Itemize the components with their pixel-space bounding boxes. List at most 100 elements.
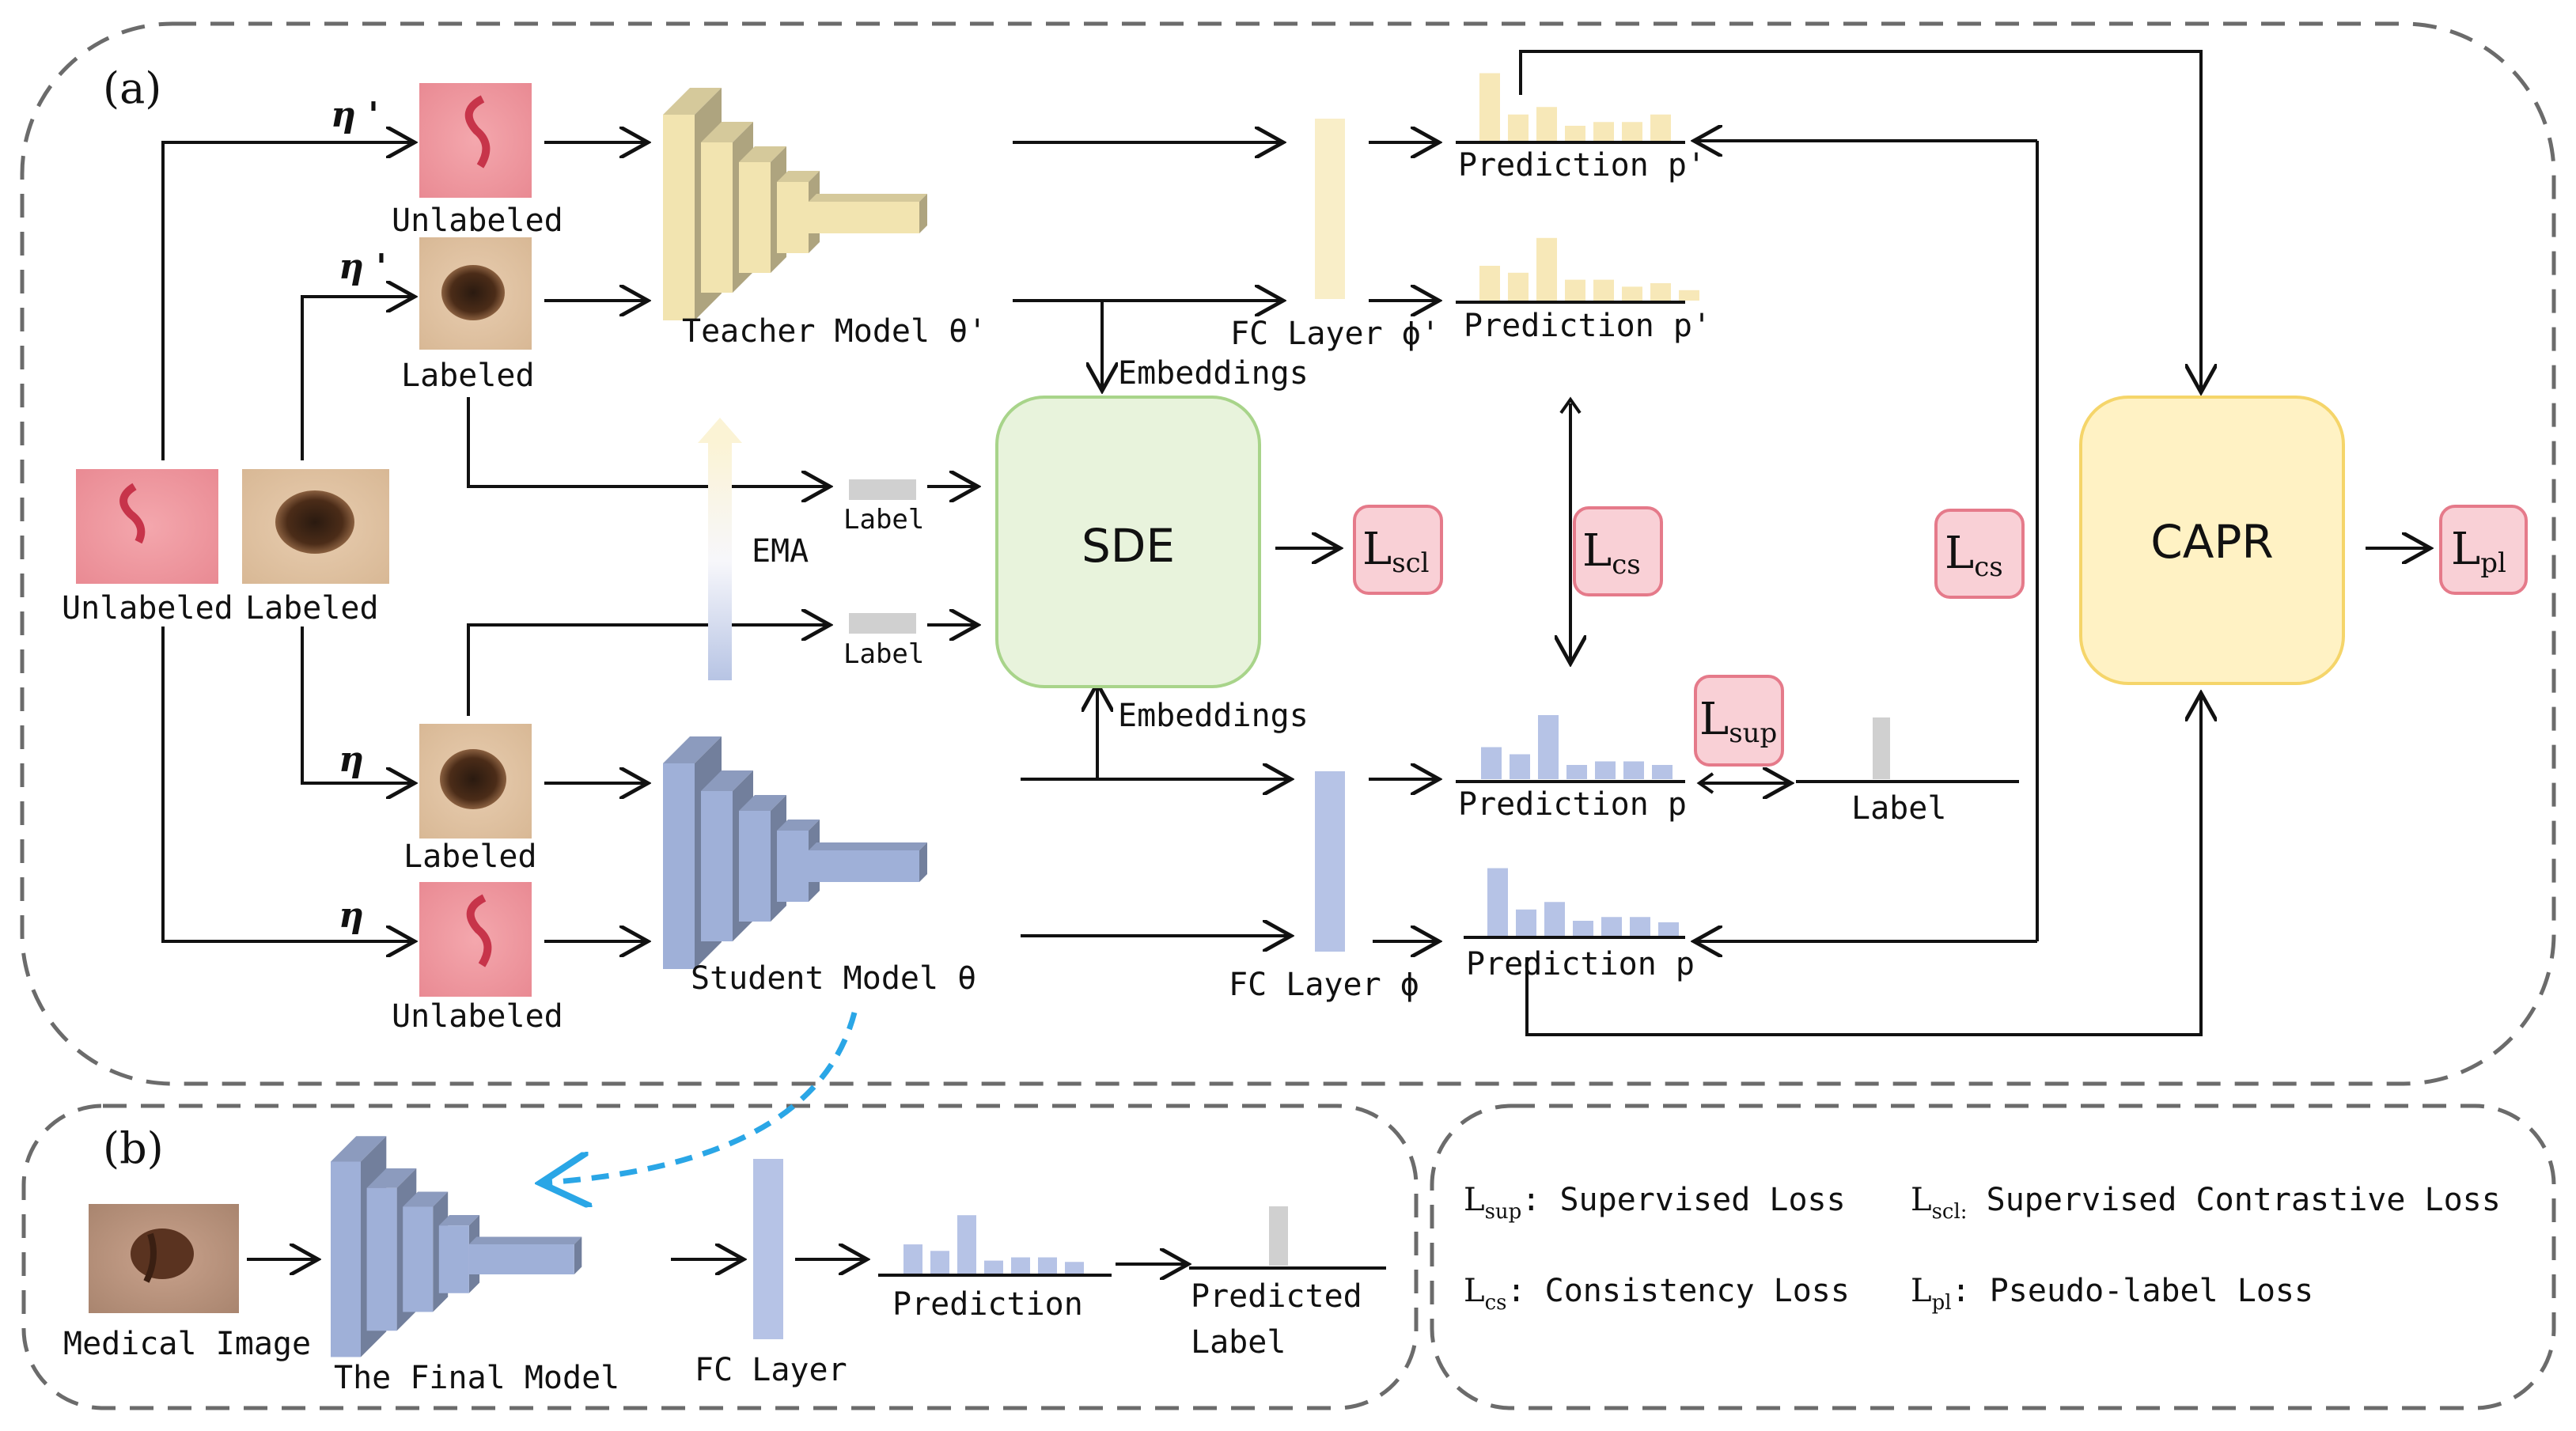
aug-eta-prime-1: η ' [331,95,379,135]
lcs-right-sub: cs [1974,551,2003,583]
lcs-left-main: L [1582,525,1612,577]
chart-bar [1565,279,1585,301]
conn-student-lab-to-label [467,625,827,716]
chart-bar [1566,765,1587,779]
chart-bar [1595,761,1616,779]
pred-chart-student-unlabeled [1487,868,1679,936]
fc-teacher-bar [1315,119,1345,299]
chart-bar [1873,717,1890,779]
pred-chart-teacher-unlabeled [1479,73,1671,141]
legend-scl-text: Supervised Contrastive Loss [1968,1182,2501,1218]
student-model-cnn [663,736,927,969]
svg-text:Lcs: Lcs [1945,528,2003,583]
legend-scl: Lscl: Supervised Contrastive Loss [1911,1182,2501,1224]
cnn-layer-block [438,1214,480,1293]
chart-bar [1658,922,1679,936]
chart-bar [1544,902,1565,936]
chart-bar [1479,266,1500,301]
arrow-lcs-up-head [1559,396,1582,415]
lsup-main: L [1699,694,1729,745]
pred-student-1-label: Prediction p [1458,786,1687,823]
chart-bar [1573,921,1593,936]
loss-badge-pl: Lpl [2439,505,2528,595]
final-model-label: The Final Model [334,1360,619,1396]
svg-text:Lpl: Lpl [2451,524,2506,579]
chart-bar [1565,126,1585,141]
medical-image [89,1204,239,1313]
gt-label-chart [1873,717,1890,779]
student-labeled-label: Labeled [403,839,537,875]
cnn-layer-block [777,171,820,253]
pred-chart-teacher-labeled [1479,237,1699,301]
chart-bar [1038,1257,1057,1274]
chart-bar [1487,868,1508,936]
legend-scl-sub: scl: [1932,1200,1968,1224]
chart-bar [1652,765,1673,779]
legend-scl-main: L [1911,1182,1932,1218]
chart-bar [1650,283,1671,301]
fc-student-bar [1315,771,1345,952]
conn-unlabeled-to-student [161,627,411,941]
sde-box [995,396,1261,688]
pred-teacher-1-label: Prediction p' [1458,147,1706,184]
label-small-top: Label [843,504,924,536]
student-unlabeled-image [419,882,532,997]
pred-teacher-2-label: Prediction p' [1464,308,1711,344]
capr-box [2079,396,2345,685]
lcs-right-main: L [1945,528,1974,579]
lsup-sub: sup [1729,717,1777,749]
legend-sup-sub: sup [1485,1200,1522,1224]
chart-bar [984,1260,1003,1274]
input-labeled-image [242,469,389,584]
embeddings-top-label: Embeddings [1118,355,1309,392]
gt-label-text: Label [1851,790,1946,827]
chart-bar [1479,73,1500,141]
teacher-labeled-image [419,237,532,350]
input-unlabeled-image [76,469,218,584]
panel-b-frame [21,1104,1419,1410]
chart-bar [1593,122,1614,141]
chart-bar [1630,917,1650,936]
conn-unlabeled-to-teacher [161,142,411,460]
legend-cs-main: L [1464,1273,1485,1309]
chart-bar [930,1251,949,1274]
svg-text:Lscl: Lscl [1362,524,1430,579]
legend-cs-text: : Consistency Loss [1506,1273,1849,1309]
lcs-left-sub: cs [1612,549,1641,581]
chart-bar [1650,114,1671,141]
chart-bar [1481,747,1502,779]
lscl-sub: scl [1392,547,1429,579]
legend-pl-text: : Pseudo-label Loss [1952,1273,2314,1309]
medical-image-label: Medical Image [63,1326,311,1362]
predicted-label-line2: Label [1191,1324,1286,1361]
fc-teacher-label: FC Layer ϕ' [1230,316,1440,352]
lscl-main: L [1362,524,1392,575]
final-label-chart [1269,1206,1288,1266]
legend-frame [1430,1104,2556,1410]
fc-student-label: FC Layer ϕ [1229,967,1419,1003]
pred-student-2-label: Prediction p [1466,946,1695,982]
ema-arrow [698,418,742,680]
final-pred-label: Prediction [892,1286,1083,1323]
chart-bar [1679,290,1699,301]
conn-student-pred-to-capr [1525,696,2201,1036]
loss-badge-scl: Lscl [1353,505,1443,595]
legend-pl: Lpl: Pseudo-label Loss [1911,1273,2313,1315]
pred-chart-student-labeled [1481,715,1673,779]
dashed-arrow-to-final-model [546,1012,858,1183]
chart-bar [1269,1206,1288,1266]
legend-sup-main: L [1464,1182,1485,1218]
chart-bar [1508,272,1529,301]
chart-bar [1065,1262,1084,1274]
embeddings-bottom-label: Embeddings [1118,698,1309,734]
loss-badge-cs-right: Lcs [1934,509,2025,599]
final-fc-bar [753,1159,783,1339]
label-small-bottom: Label [843,638,924,670]
panel-a-tag: (a) [103,63,161,113]
legend-sup-text: : Supervised Loss [1521,1182,1845,1218]
chart-bar [1011,1257,1030,1274]
loss-badge-sup: Lsup [1694,675,1784,767]
chart-bar [1622,286,1642,301]
chart-bar [903,1244,922,1274]
cnn-layer-block [809,842,927,882]
